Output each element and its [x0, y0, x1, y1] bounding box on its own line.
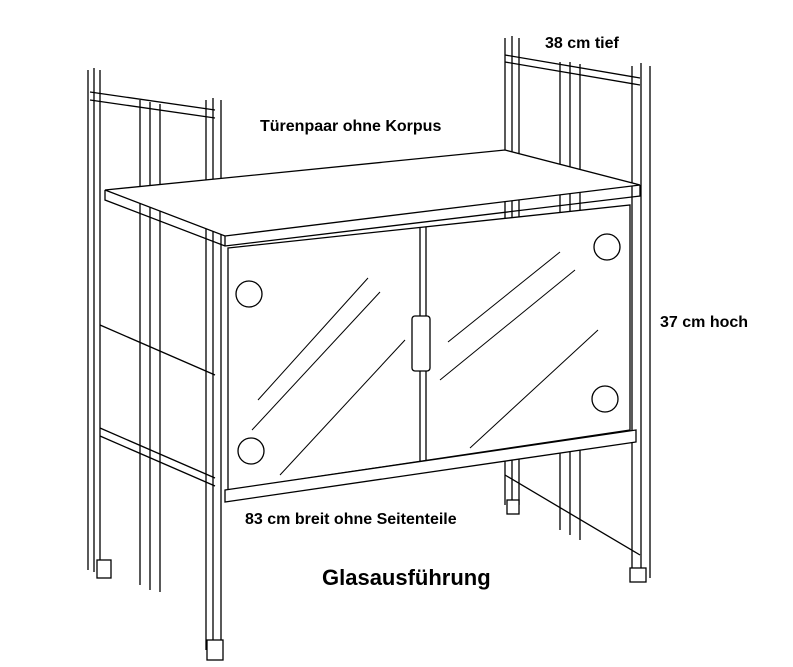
depth-label: 38 cm tief [545, 35, 619, 52]
door-pair-label: Türenpaar ohne Korpus [260, 118, 442, 135]
height-label: 37 cm hoch [660, 314, 749, 331]
left-side-frame [87, 68, 224, 661]
door-knob-hole [235, 280, 263, 308]
width-label: 83 cm breit ohne Seitenteile [245, 511, 457, 528]
top-shelf [104, 149, 641, 247]
variant-title: Glasausführung [322, 565, 491, 590]
glass-doors [224, 204, 637, 503]
door-knob-hole [591, 385, 619, 413]
door-knob-hole [237, 437, 265, 465]
door-handle [411, 315, 431, 372]
door-knob-hole [593, 233, 621, 261]
